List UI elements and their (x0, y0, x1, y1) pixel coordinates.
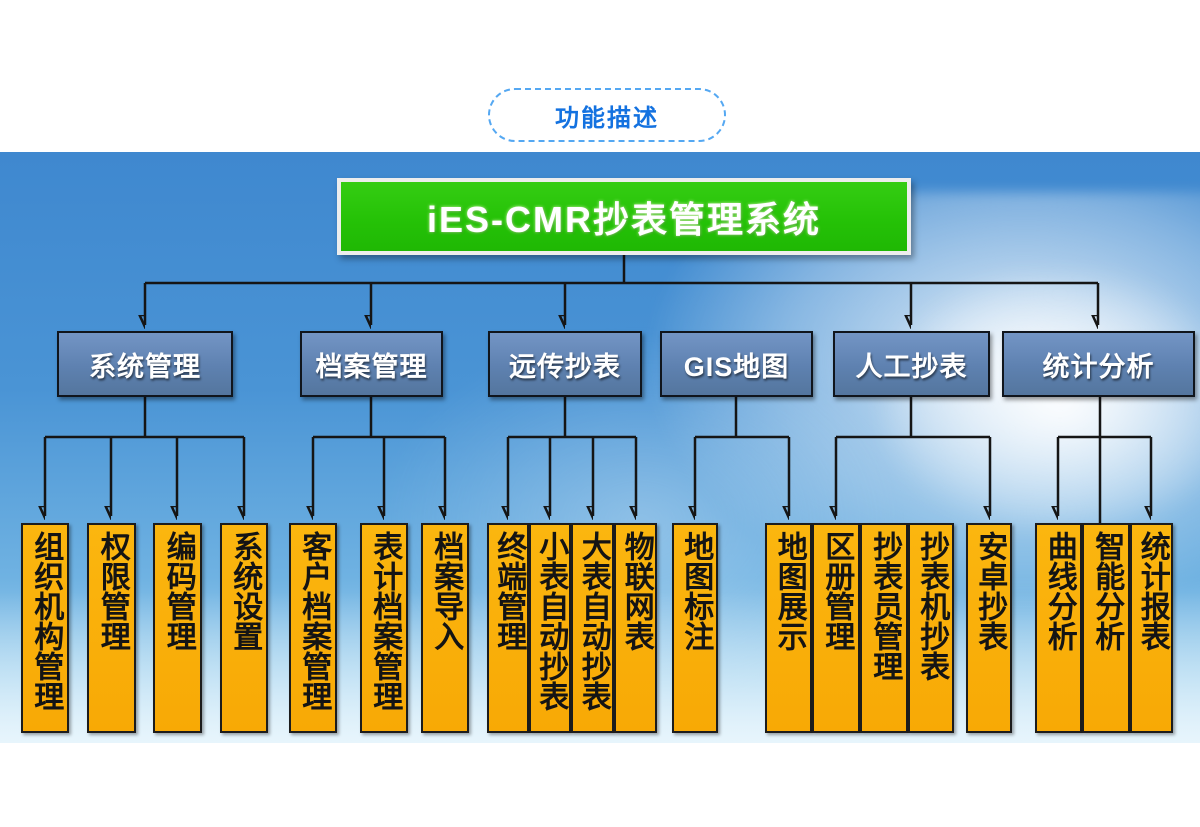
branch-node-stat-analysis: 统计分析 (1002, 331, 1195, 397)
leaf-label: 区册管理 (820, 531, 854, 651)
leaf-label: 权限管理 (95, 531, 129, 651)
branch-label: 远传抄表 (509, 351, 621, 382)
leaf-label: 组织机构管理 (29, 531, 63, 711)
leaf-node: 大表自动抄表 (571, 523, 614, 733)
leaf-label: 编码管理 (161, 531, 195, 651)
leaf-label: 抄表员管理 (868, 531, 902, 681)
leaf-node: 权限管理 (87, 523, 136, 733)
branch-node-archive-mgmt: 档案管理 (300, 331, 443, 397)
leaf-node: 表计档案管理 (360, 523, 408, 733)
leaf-node: 地图标注 (672, 523, 718, 733)
branch-label: 档案管理 (315, 351, 428, 382)
badge-label: 功能描述 (555, 104, 659, 132)
leaf-node: 统计报表 (1130, 523, 1173, 733)
leaf-node: 小表自动抄表 (529, 523, 571, 733)
leaf-label: 终端管理 (492, 531, 526, 651)
root-node-system-title: iES-CMR抄表管理系统 (337, 178, 911, 255)
leaf-node: 安卓抄表 (966, 523, 1012, 733)
branch-node-gis-map: GIS地图 (660, 331, 813, 397)
leaf-node: 系统设置 (220, 523, 268, 733)
leaf-node: 客户档案管理 (289, 523, 337, 733)
leaf-label: 抄表机抄表 (915, 531, 949, 681)
leaf-label: 档案导入 (429, 531, 463, 651)
leaf-node: 物联网表 (614, 523, 657, 733)
branch-label: 统计分析 (1042, 351, 1155, 382)
leaf-node: 地图展示 (765, 523, 812, 733)
branch-node-manual-read: 人工抄表 (833, 331, 990, 397)
leaf-node: 抄表员管理 (860, 523, 908, 733)
leaf-label: 曲线分析 (1042, 531, 1076, 651)
leaf-label: 智能分析 (1090, 531, 1124, 651)
leaf-node: 档案导入 (421, 523, 469, 733)
leaf-label: 统计报表 (1135, 531, 1169, 651)
leaf-label: 小表自动抄表 (534, 531, 568, 711)
branch-label: 系统管理 (89, 351, 201, 382)
leaf-label: 系统设置 (228, 531, 262, 651)
branch-node-remote-read: 远传抄表 (488, 331, 642, 397)
cloud-decoration (880, 272, 1200, 532)
leaf-label: 地图标注 (679, 531, 713, 651)
function-description-badge: 功能描述 (488, 88, 726, 142)
leaf-node: 编码管理 (153, 523, 202, 733)
leaf-label: 客户档案管理 (297, 531, 331, 711)
leaf-label: 地图展示 (772, 531, 806, 651)
root-label: iES-CMR抄表管理系统 (427, 198, 821, 240)
leaf-node: 抄表机抄表 (908, 523, 954, 733)
leaf-label: 表计档案管理 (368, 531, 402, 711)
leaf-label: 大表自动抄表 (576, 531, 610, 711)
leaf-node: 组织机构管理 (21, 523, 69, 733)
branch-label: GIS地图 (683, 351, 790, 382)
leaf-label: 安卓抄表 (973, 531, 1007, 651)
leaf-node: 智能分析 (1082, 523, 1130, 733)
leaf-node: 区册管理 (812, 523, 860, 733)
branch-node-system-mgmt: 系统管理 (57, 331, 233, 397)
leaf-label: 物联网表 (619, 531, 653, 651)
leaf-node: 终端管理 (487, 523, 529, 733)
branch-label: 人工抄表 (855, 351, 968, 382)
leaf-node: 曲线分析 (1035, 523, 1082, 733)
